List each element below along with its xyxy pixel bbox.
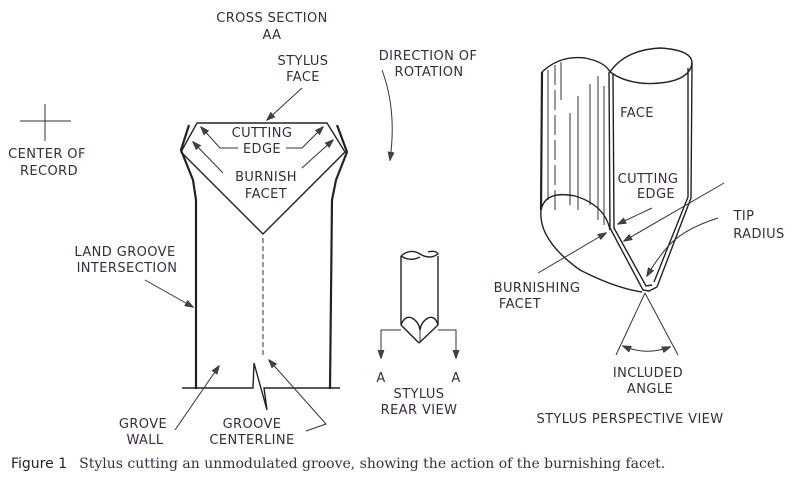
burnishing-facet-label-1: BURNISHING (494, 281, 581, 296)
groove-centerline-label-2: CENTERLINE (209, 433, 294, 448)
grove-wall-pointer (174, 366, 219, 431)
tip-radius-label-1: TIP (733, 209, 755, 224)
stylus-perspective-view-title: STYLUS PERSPECTIVE VIEW (536, 412, 723, 427)
grove-wall-label-1: GROVE (119, 417, 167, 432)
cutting-edge-pointer-left (201, 127, 238, 149)
stylus-rear-view-drawing (400, 250, 439, 344)
burnishing-facet-label-2: FACET (499, 297, 541, 312)
section-mark-right: A (451, 371, 460, 386)
section-mark-left: A (376, 371, 385, 386)
section-a-arrow-left (381, 329, 401, 358)
burnish-facet-pointer-left (193, 142, 224, 174)
section-a-arrow-right (438, 329, 456, 358)
burnish-facet-label-1: BURNISH (235, 170, 297, 185)
burnish-facet-label-2: FACET (245, 187, 287, 202)
cross-section-title-1: CROSS SECTION (216, 11, 327, 26)
figure-number: Figure 1 (11, 456, 67, 472)
burnish-facet-pointer-right (301, 140, 333, 169)
cutting-edge-perspective-label-1: CUTTING (618, 172, 679, 187)
stylus-face-label-2: FACE (286, 70, 320, 85)
center-of-record-label-1: CENTER OF (8, 147, 86, 162)
included-angle-arc (623, 346, 670, 351)
grove-wall-label-2: WALL (126, 433, 163, 448)
groove-centerline-pointer (269, 360, 327, 432)
face-label: FACE (620, 106, 654, 121)
groove-base-line (182, 362, 340, 411)
stylus-perspective-drawing (539, 47, 693, 293)
cutting-edge-perspective-pointer (618, 207, 653, 224)
included-angle-lines (615, 292, 679, 356)
land-groove-intersection-label-1: LAND GROOVE (74, 245, 175, 260)
tip-radius-pointer (647, 217, 719, 276)
figure-caption-text: Stylus cutting an unmodulated groove, sh… (79, 456, 665, 472)
land-groove-pointer (144, 279, 193, 307)
stylus-rear-view-label-1: STYLUS (394, 387, 445, 402)
center-of-record-label-2: RECORD (20, 164, 78, 179)
figure-caption: Figure 1 Stylus cutting an unmodulated g… (11, 455, 665, 472)
cross-section-title-2: AA (263, 28, 282, 43)
groove-walls (179, 124, 349, 390)
tip-radius-label-2: RADIUS (733, 227, 784, 242)
groove-centerline-label-1: GROOVE (223, 417, 282, 432)
cutting-edge-pointer-right (286, 127, 323, 149)
center-of-record-crosshair (20, 104, 71, 141)
included-angle-label-2: ANGLE (627, 382, 673, 397)
stylus-cross-section (180, 122, 346, 235)
cutting-edge-long-pointer (624, 182, 725, 241)
included-angle-label-1: INCLUDED (613, 366, 683, 381)
stylus-face-pointer (267, 87, 303, 120)
stylus-rear-view-label-2: REAR VIEW (381, 403, 458, 418)
burnishing-facet-pointer (537, 233, 606, 274)
land-groove-intersection-label-2: INTERSECTION (77, 261, 178, 276)
cutting-edge-section-label-1: CUTTING (232, 126, 293, 141)
cutting-edge-perspective-label-2: EDGE (637, 187, 675, 202)
rotation-direction-arrow (381, 69, 392, 160)
stylus-face-label-1: STYLUS (278, 54, 329, 69)
cutting-edge-section-label-2: EDGE (243, 142, 281, 157)
direction-of-rotation-label-1: DIRECTION OF (379, 49, 478, 64)
direction-of-rotation-label-2: ROTATION (394, 65, 463, 80)
